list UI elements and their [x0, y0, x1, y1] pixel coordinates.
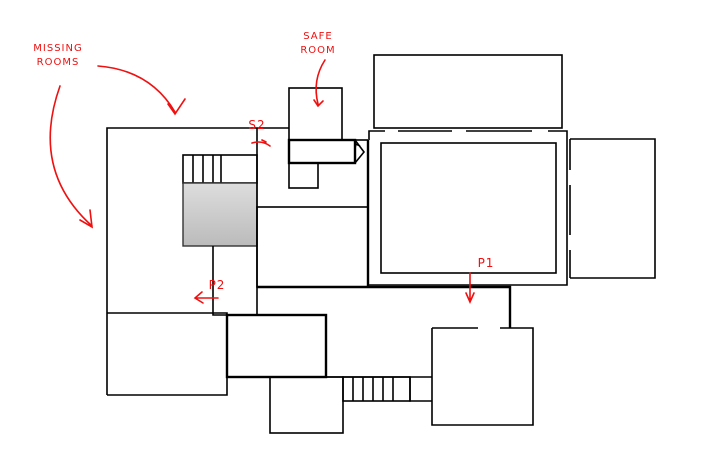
arrow-icon — [313, 59, 326, 108]
safe-room-label: SAFE ROOM — [300, 31, 336, 56]
s2-label: S2 — [248, 118, 266, 132]
arrow-icon — [465, 272, 475, 304]
missing-rooms-label: MISSING ROOMS — [33, 43, 83, 68]
p1-label: P1 — [477, 256, 495, 270]
arrow-icon — [251, 139, 271, 147]
arrow-icon — [49, 85, 93, 229]
p2-label: P2 — [208, 278, 226, 292]
safe-room — [288, 87, 343, 141]
arrow-icon — [97, 65, 186, 116]
safe-room-area — [287, 87, 366, 189]
stairs-left — [182, 154, 258, 184]
left-wing — [106, 127, 289, 396]
center-rooms — [225, 139, 534, 434]
arrow-icon — [193, 291, 219, 304]
right-wing — [368, 54, 656, 286]
annotation-arrows — [49, 59, 475, 304]
shaded-room — [182, 182, 258, 247]
